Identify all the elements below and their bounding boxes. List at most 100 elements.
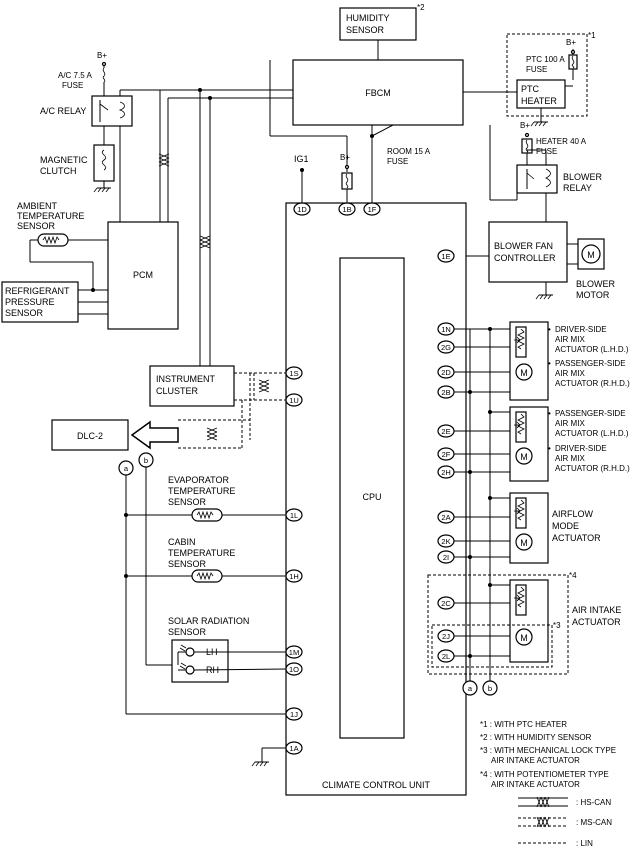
pin-1L: 1L xyxy=(285,508,303,522)
svg-text:AIR MIX: AIR MIX xyxy=(555,335,585,344)
svg-text:BLOWER FAN: BLOWER FAN xyxy=(494,241,553,251)
pin-1B: 1B xyxy=(338,202,356,216)
cabin-temperature-sensor: CABIN TEMPERATURE SENSOR xyxy=(168,537,235,583)
svg-text:M: M xyxy=(520,452,528,462)
svg-text:INSTRUMENT: INSTRUMENT xyxy=(156,374,215,384)
airflow-mode-actuator: M AIRFLOW MODE ACTUATOR xyxy=(509,492,601,564)
svg-text:FUSE: FUSE xyxy=(526,65,547,74)
svg-text:ACTUATOR: ACTUATOR xyxy=(552,533,601,543)
blower-fan-controller: BLOWER FAN CONTROLLER xyxy=(488,221,568,300)
bus-ref-a-right: a xyxy=(462,680,478,696)
pcm: PCM xyxy=(107,221,179,330)
svg-text:: LIN: : LIN xyxy=(576,839,593,848)
pin-2D: 2D xyxy=(437,365,455,379)
svg-text:PASSENGER-SIDE: PASSENGER-SIDE xyxy=(555,409,626,418)
svg-text:M: M xyxy=(520,538,528,548)
svg-text:MOTOR: MOTOR xyxy=(576,290,610,300)
svg-text:SENSOR: SENSOR xyxy=(17,221,56,231)
svg-text:1J: 1J xyxy=(290,710,298,719)
pin-2G: 2G xyxy=(437,340,455,354)
svg-text:2H: 2H xyxy=(441,468,451,477)
pin-2H: 2H xyxy=(437,465,455,479)
pin-1J: 1J xyxy=(285,707,303,721)
instrument-cluster: INSTRUMENT CLUSTER xyxy=(149,365,235,407)
svg-text:1F: 1F xyxy=(368,205,377,214)
svg-text:AIR INTAKE: AIR INTAKE xyxy=(572,605,621,615)
svg-text:A/C 7.5 A: A/C 7.5 A xyxy=(58,71,92,80)
pin-1S: 1S xyxy=(285,366,303,380)
pin-2J: 2J xyxy=(437,629,455,643)
svg-text:M: M xyxy=(587,250,595,260)
svg-text:2L: 2L xyxy=(442,652,450,661)
svg-text:2J: 2J xyxy=(442,632,450,641)
pin-1A: 1A xyxy=(285,741,303,755)
svg-text:2G: 2G xyxy=(441,343,451,352)
svg-text:PRESSURE: PRESSURE xyxy=(5,297,55,307)
svg-text:M: M xyxy=(520,633,528,643)
svg-text:1L: 1L xyxy=(290,511,298,520)
svg-text:PASSENGER-SIDE: PASSENGER-SIDE xyxy=(555,359,626,368)
svg-text:2D: 2D xyxy=(441,368,451,377)
pin-1N: 1N xyxy=(437,322,455,336)
pin-2L: 2L xyxy=(437,649,455,663)
svg-text:BLOWER: BLOWER xyxy=(563,172,603,182)
svg-text:B+: B+ xyxy=(97,51,107,60)
svg-text:DLC-2: DLC-2 xyxy=(77,431,103,441)
pin-2B: 2B xyxy=(437,385,455,399)
bus-ref-b-right: b xyxy=(482,680,498,696)
svg-text:•: • xyxy=(548,325,551,334)
pin-2K: 2K xyxy=(437,534,455,548)
svg-text:B+: B+ xyxy=(566,38,576,47)
pin-1F: 1F xyxy=(363,202,381,216)
svg-text:FUSE: FUSE xyxy=(536,147,557,156)
svg-text:1A: 1A xyxy=(289,744,298,753)
solar-radiation-sensor: SOLAR RADIATION SENSOR LH RH xyxy=(168,616,249,683)
ig1-supply: IG1 xyxy=(294,154,309,203)
svg-text:DRIVER-SIDE: DRIVER-SIDE xyxy=(555,325,607,334)
svg-text:AIRFLOW: AIRFLOW xyxy=(552,509,594,519)
svg-text:2I: 2I xyxy=(443,553,449,562)
svg-text:•: • xyxy=(548,409,551,418)
svg-text:HEATER: HEATER xyxy=(521,96,557,106)
svg-text:AIR INTAKE ACTUATOR: AIR INTAKE ACTUATOR xyxy=(491,780,580,789)
svg-text:SENSOR: SENSOR xyxy=(5,308,44,318)
fbcm: FBCM xyxy=(292,59,464,126)
air-mix-actuator-2: M • PASSENGER-SIDE AIR MIX ACTUATOR (L.H… xyxy=(509,406,630,482)
humidity-sensor: HUMIDITY SENSOR *2 xyxy=(339,3,425,41)
svg-text:2F: 2F xyxy=(442,450,451,459)
svg-text:CLUTCH: CLUTCH xyxy=(40,166,77,176)
svg-text:B+: B+ xyxy=(340,153,350,162)
pin-1D: 1D xyxy=(293,202,311,216)
air-intake-actuator: *4 *3 M AIR INTAKE ACTUATOR xyxy=(427,571,621,675)
svg-text:1D: 1D xyxy=(297,205,307,214)
svg-text:CPU: CPU xyxy=(362,492,381,502)
svg-text:2K: 2K xyxy=(441,537,450,546)
ptc-heater-group: *1 B+ PTC 100 A FUSE PTC HEATER xyxy=(506,31,596,127)
svg-text:AMBIENT: AMBIENT xyxy=(17,201,58,211)
svg-text:RELAY: RELAY xyxy=(563,183,592,193)
pin-1O: 1O xyxy=(285,662,303,676)
svg-text:ACTUATOR (R.H.D.): ACTUATOR (R.H.D.) xyxy=(555,464,630,473)
footnotes: *1 : WITH PTC HEATER *2 : WITH HUMIDITY … xyxy=(480,720,616,789)
svg-text:1B: 1B xyxy=(342,205,351,214)
svg-text:CLUSTER: CLUSTER xyxy=(156,386,199,396)
pin-2F: 2F xyxy=(437,447,455,461)
svg-text:MAGNETIC: MAGNETIC xyxy=(40,155,88,165)
pin-1U: 1U xyxy=(285,393,303,407)
svg-text:PCM: PCM xyxy=(133,270,153,280)
svg-text:CONTROLLER: CONTROLLER xyxy=(494,253,556,263)
ac-fuse: B+ A/C 7.5 A FUSE xyxy=(58,51,107,96)
svg-text:A/C RELAY: A/C RELAY xyxy=(40,106,86,116)
svg-text:CABIN: CABIN xyxy=(168,537,196,547)
svg-text:TEMPERATURE: TEMPERATURE xyxy=(168,548,235,558)
svg-text:*2 : WITH HUMIDITY SENSOR: *2 : WITH HUMIDITY SENSOR xyxy=(480,733,592,742)
svg-text:: MS-CAN: : MS-CAN xyxy=(576,818,612,827)
pin-2C: 2C xyxy=(437,596,455,610)
blower-motor: M BLOWER MOTOR xyxy=(567,238,616,300)
svg-text:ACTUATOR (L.H.D.): ACTUATOR (L.H.D.) xyxy=(555,429,629,438)
svg-text:1M: 1M xyxy=(289,648,299,657)
svg-text:IG1: IG1 xyxy=(294,154,309,164)
svg-text:b: b xyxy=(144,456,148,465)
svg-text:FUSE: FUSE xyxy=(387,157,408,166)
